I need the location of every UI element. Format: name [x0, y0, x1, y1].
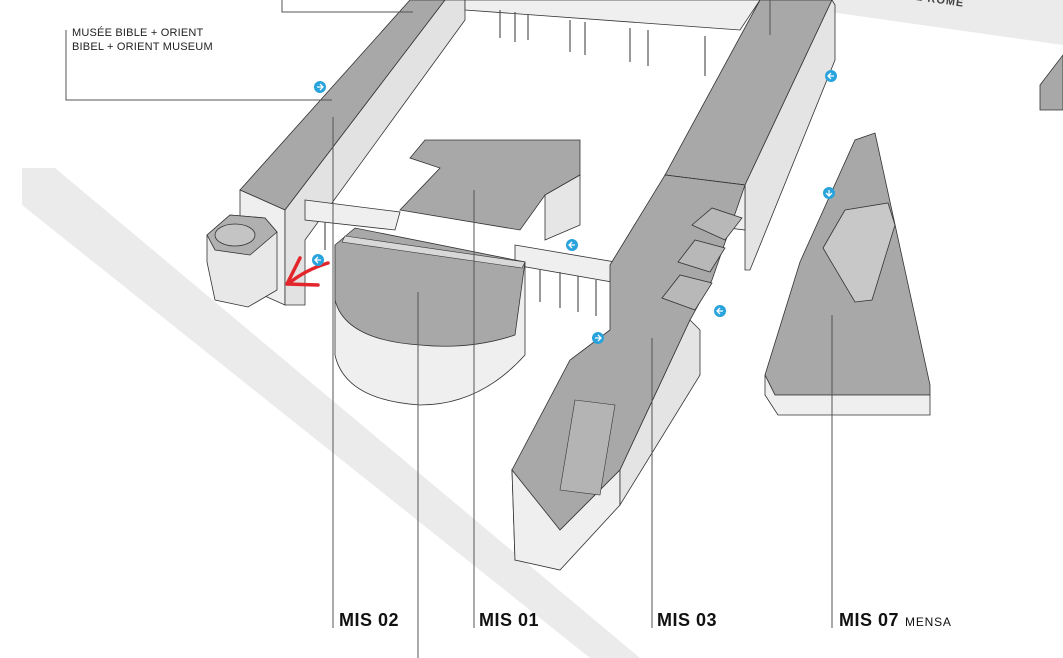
building-name: MIS 02 [339, 610, 400, 630]
building-label-mis03[interactable]: MIS 03 [657, 611, 717, 629]
block-mis07 [764, 132, 931, 416]
building-subtitle: MENSA [905, 615, 952, 629]
entrance-icon [825, 70, 837, 82]
museum-label-de: BIBEL + ORIENT MUSEUM [72, 41, 213, 53]
entrance-icon [566, 239, 578, 251]
building-east-edge [1039, 54, 1063, 111]
entrance-icon [592, 332, 604, 344]
road-top [830, 0, 1063, 45]
entrance-markers[interactable] [312, 70, 837, 344]
building-name: MIS 03 [657, 610, 718, 630]
leader-lines [65, 0, 833, 658]
entrance-icon [823, 187, 835, 199]
entrance-icon [312, 254, 324, 266]
wing-mis03 [511, 174, 746, 571]
museum-label-fr: MUSÉE BIBLE + ORIENT [72, 27, 204, 39]
auditorium [334, 227, 526, 406]
courtyard-top [464, 0, 761, 76]
block-mis01 [304, 139, 616, 316]
building-label-mis02[interactable]: MIS 02 [339, 611, 399, 629]
entrance-icon [714, 305, 726, 317]
building-label-mis01[interactable]: MIS 01 [479, 611, 539, 629]
red-arrow-icon [285, 256, 330, 287]
museum-label: MUSÉE BIBLE + ORIENT BIBEL + ORIENT MUSE… [72, 28, 213, 56]
building-name: MIS 07 [839, 610, 900, 630]
building-label-mis07[interactable]: MIS 07 MENSA [839, 611, 952, 629]
road-band [22, 168, 640, 658]
entrance-icon [314, 81, 326, 93]
building-name: MIS 01 [479, 610, 540, 630]
museum-annex [206, 214, 278, 308]
